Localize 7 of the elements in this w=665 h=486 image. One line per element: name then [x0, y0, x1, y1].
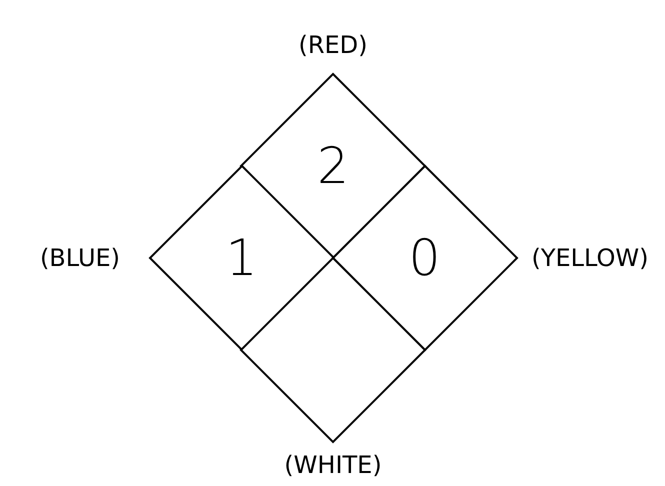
hazard-rating: 2 — [317, 141, 349, 191]
hazard-rating: 0 — [408, 233, 440, 283]
hazard-rating: 1 — [226, 233, 258, 283]
color-label: (BLUE) — [40, 244, 120, 272]
color-label: (YELLOW) — [531, 244, 649, 272]
color-label: (RED) — [298, 31, 368, 59]
color-label: (WHITE) — [284, 451, 382, 479]
